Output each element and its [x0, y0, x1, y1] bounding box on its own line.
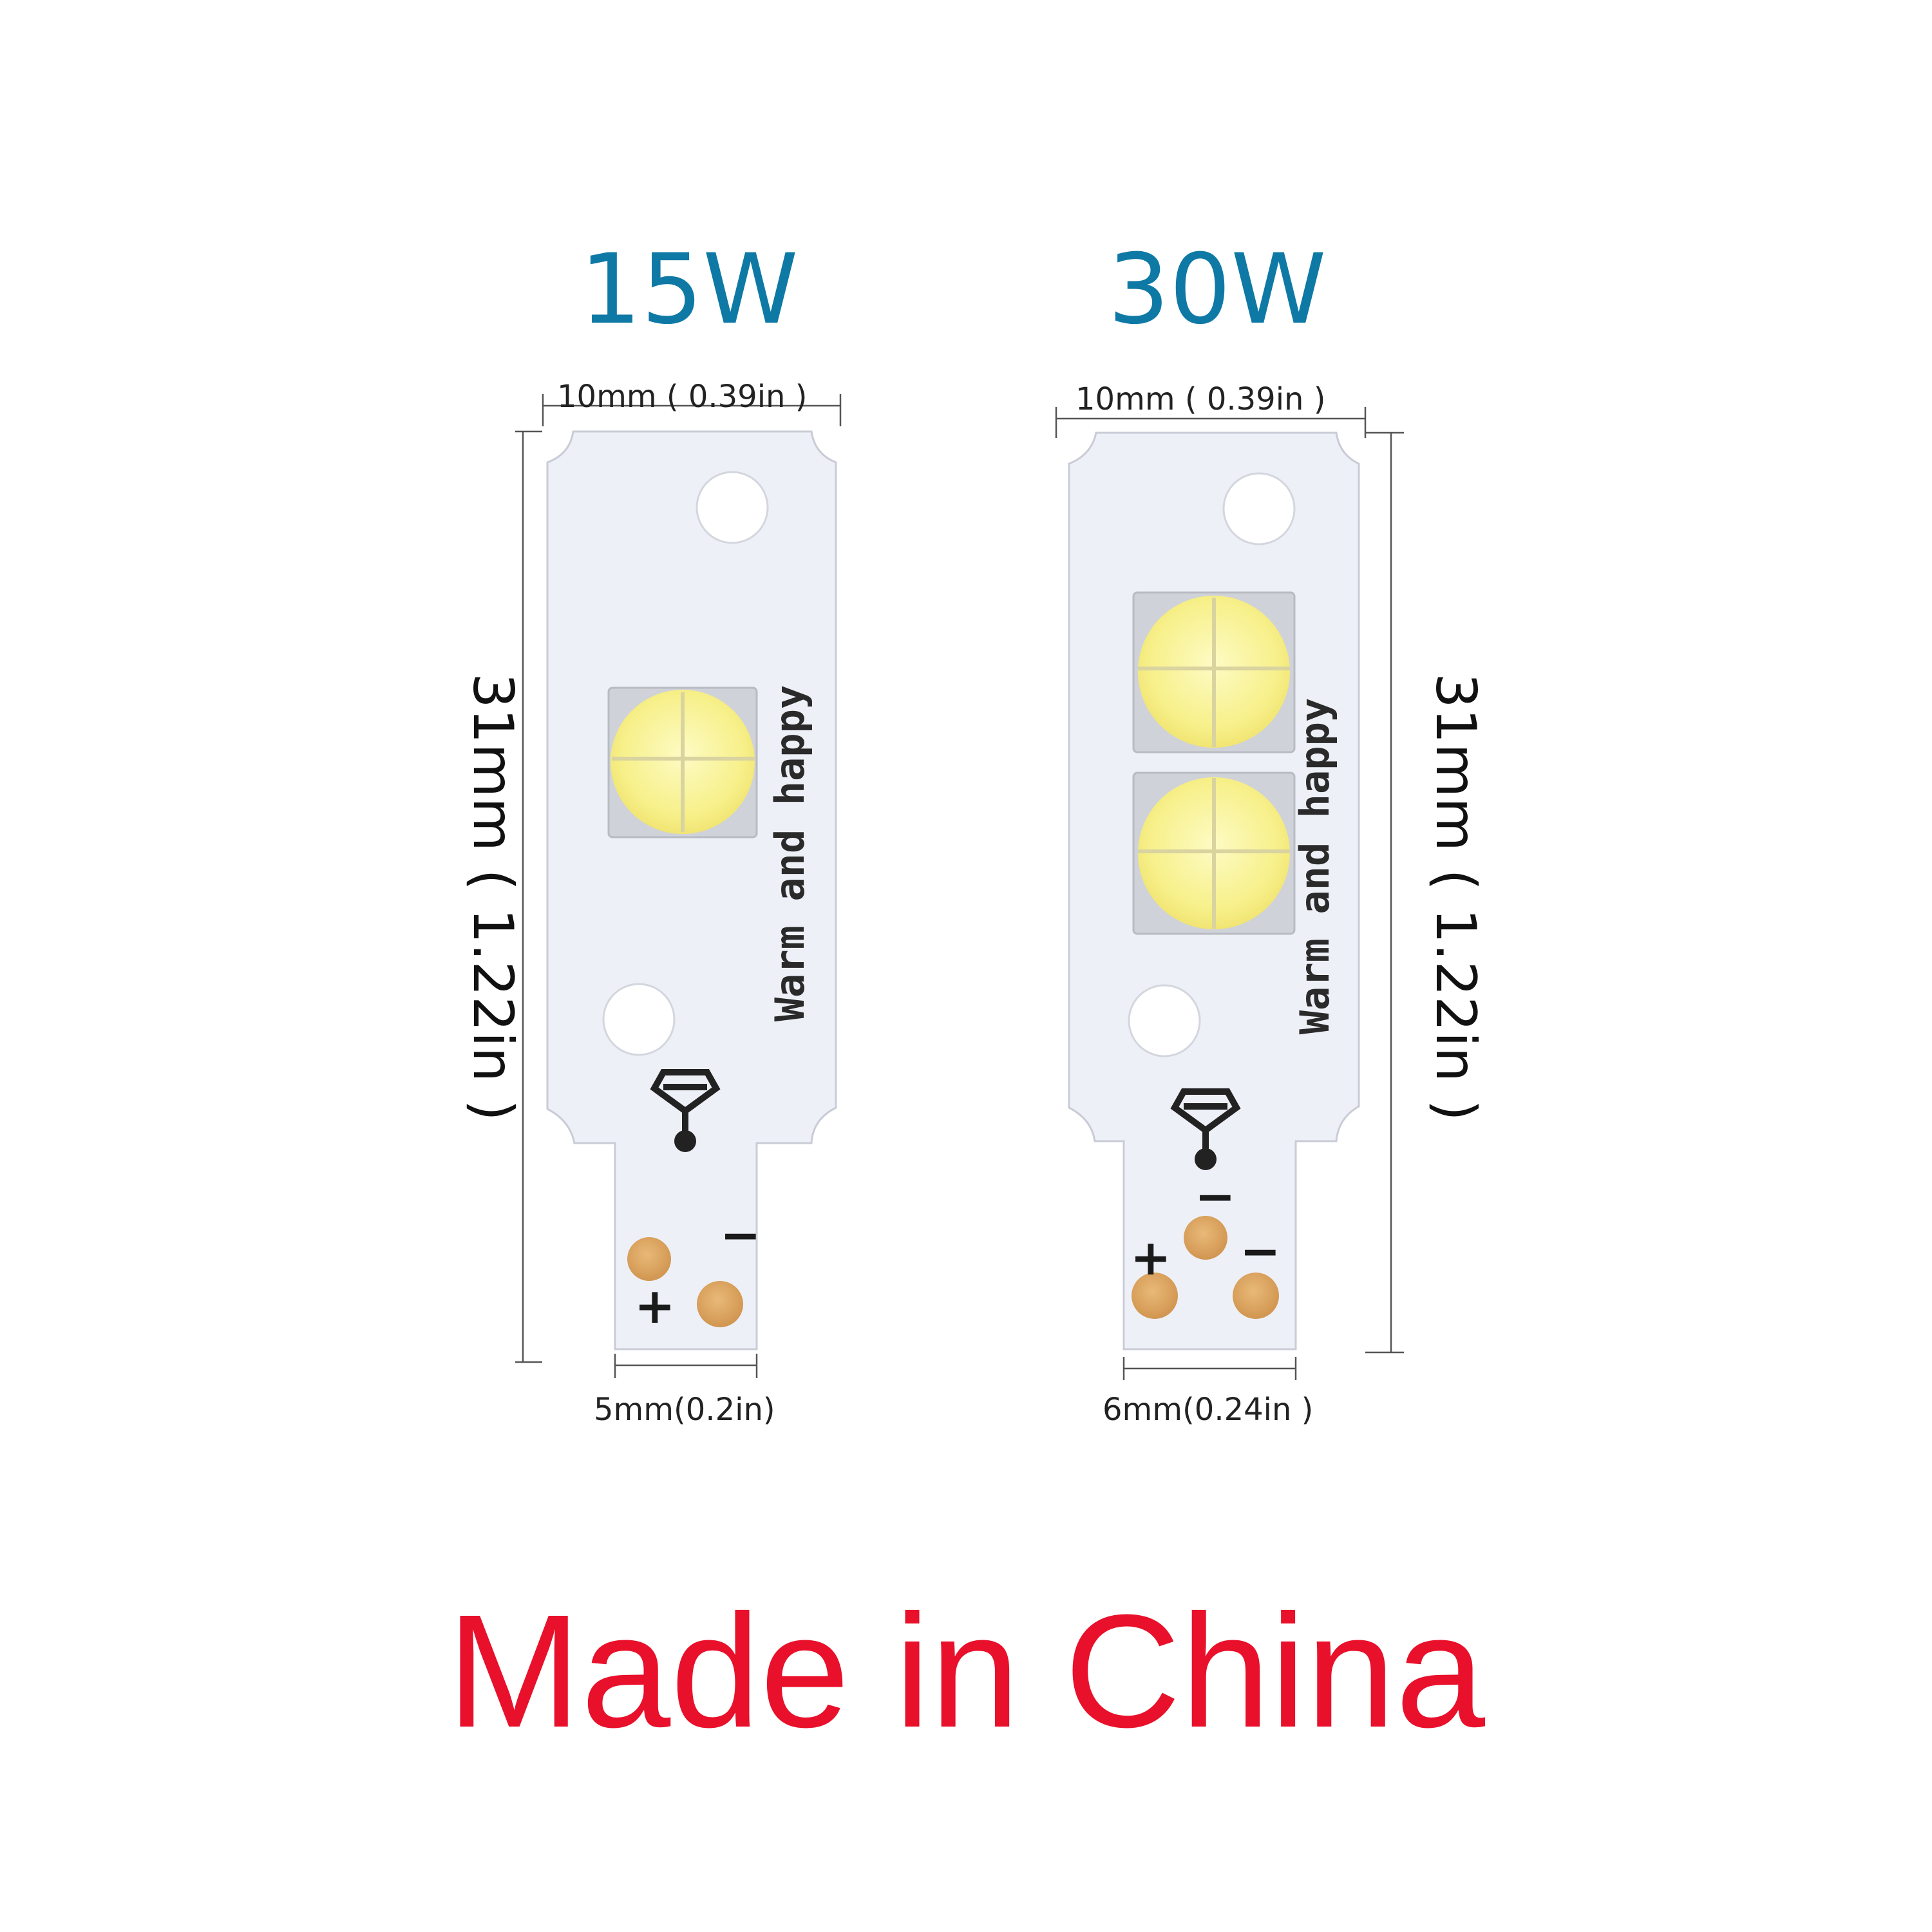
board-15w-plus-sign: +: [634, 1277, 676, 1334]
made-in-china-text: Made in China: [446, 1581, 1486, 1761]
board-15w-minus-sign: −: [720, 1206, 761, 1264]
board-30w-length-label: 31mm ( 1.22in ): [1423, 673, 1488, 1121]
board-30w-minus-right-sign: −: [1240, 1222, 1281, 1280]
board-15w-logo-icon: [650, 1069, 721, 1152]
board-30w-hole-bottom: [1128, 984, 1201, 1057]
board-30w-plus-sign: +: [1130, 1229, 1171, 1286]
board-15w-silkscreen: Warm and happy: [766, 685, 813, 1022]
board-30w-hole-top: [1222, 472, 1296, 545]
board-15w-dimension-lines: [515, 394, 842, 1378]
board-15w-length-label: 31mm ( 1.22in ): [460, 673, 525, 1121]
board-15w-hole-bottom: [602, 983, 676, 1056]
board-15w-hole-top: [696, 471, 769, 544]
board-30w-dimension-lines: [1055, 407, 1404, 1380]
board-30w-top-width-label: 10mm ( 0.39in ): [1075, 381, 1326, 417]
board-15w-pad-plus: [627, 1237, 671, 1281]
board-30w-tab-width-label: 6mm(0.24in ): [1103, 1392, 1314, 1428]
board-15w-tab-width-label: 5mm(0.2in): [594, 1392, 775, 1428]
board-30w-logo-icon: [1170, 1088, 1241, 1170]
board-15w-title: 15W: [580, 234, 799, 346]
board-30w-title: 30W: [1108, 234, 1327, 346]
board-15w-pad-minus: [697, 1281, 743, 1327]
board-30w-pad-plus: [1132, 1273, 1178, 1319]
board-30w-silkscreen: Warm and happy: [1291, 697, 1338, 1035]
board-15w-pcb: [546, 430, 837, 1350]
board-15w-top-width-label: 10mm ( 0.39in ): [557, 379, 808, 415]
board-30w-minus-top-sign: −: [1195, 1168, 1236, 1225]
board-30w-pad-top: [1184, 1216, 1227, 1260]
board-30w-pad-right: [1233, 1273, 1279, 1319]
